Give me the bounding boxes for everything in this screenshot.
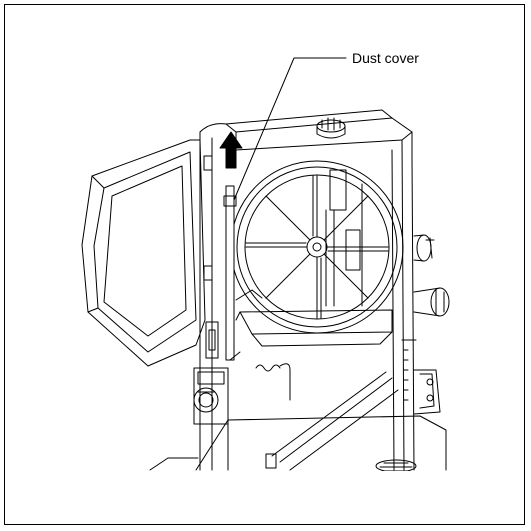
upper-wheel <box>230 160 404 334</box>
right-bracket <box>401 339 441 415</box>
open-door <box>81 139 213 367</box>
tension-knob <box>316 117 346 139</box>
fence-rail <box>271 371 399 471</box>
side-knob-upper <box>413 234 435 262</box>
callout-label: Dust cover <box>352 50 419 66</box>
callout-leader <box>233 57 347 201</box>
dust-cover <box>223 185 263 361</box>
door-latch <box>205 321 219 359</box>
side-knob-lower <box>413 287 450 317</box>
saw-body <box>199 109 415 471</box>
power-switch <box>193 367 229 425</box>
up-arrow-icon <box>219 131 243 169</box>
blade-guard <box>325 169 363 307</box>
tension-spring <box>255 363 291 401</box>
